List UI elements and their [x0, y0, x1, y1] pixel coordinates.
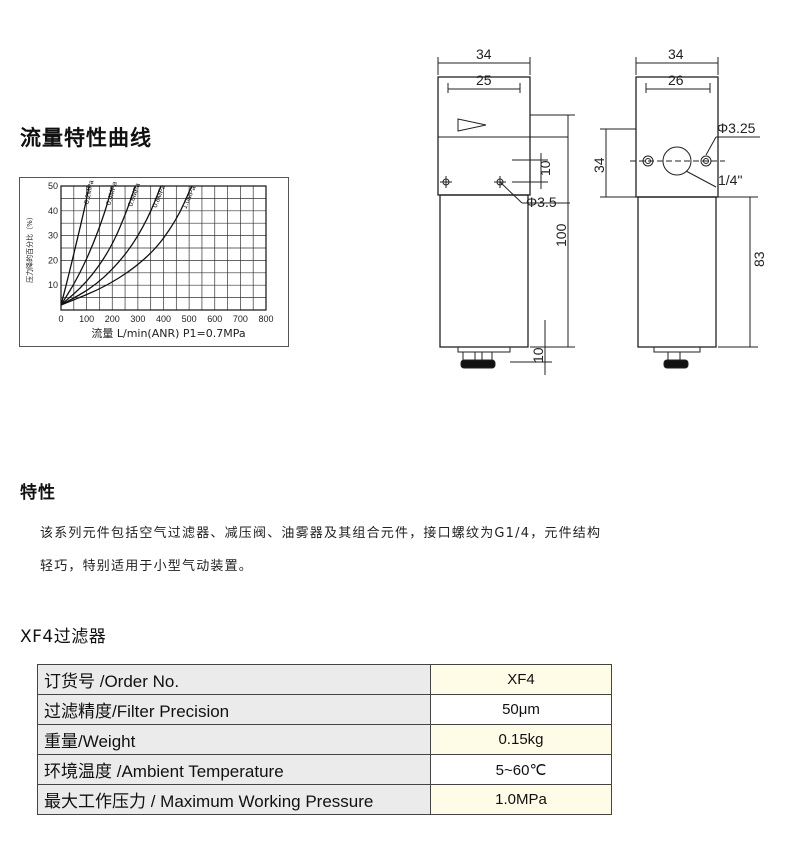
chart-x-tick-label: 0: [58, 314, 63, 324]
front-view: [437, 57, 575, 375]
spec-title: XF4过滤器: [20, 627, 107, 647]
chart-series-label: 1.0MPa: [181, 185, 197, 210]
spec-label: 最大工作压力 / Maximum Working Pressure: [37, 784, 431, 815]
spec-row-temperature: 环境温度 /Ambient Temperature 5~60℃: [37, 754, 612, 785]
curve-section-title: 流量特性曲线: [20, 126, 152, 150]
chart-x-tick-label: 700: [233, 314, 248, 324]
spec-row-order: 订货号 /Order No. XF4: [37, 664, 612, 695]
spec-label: 重量/Weight: [37, 724, 431, 755]
chart-x-tick-label: 200: [105, 314, 120, 324]
spec-value: 0.15kg: [430, 724, 612, 755]
dim-10-top: 10: [537, 160, 553, 176]
chart-y-tick-label: 50: [48, 181, 58, 191]
dim-100: 100: [553, 223, 569, 247]
chart-y-tick-label: 30: [48, 231, 58, 241]
dim-10-bottom: 10: [530, 347, 546, 363]
chart-series-line: [60, 185, 136, 306]
chart-series-label: 0.2MPa: [84, 180, 96, 205]
dimension-drawing: 34 25 10 Φ3.5 100 10 34 26 Φ3.25 34 1/4"…: [437, 46, 767, 375]
spec-row-precision: 过滤精度/Filter Precision 50μm: [37, 694, 612, 725]
spec-table: 订货号 /Order No. XF4 过滤精度/Filter Precision…: [37, 664, 612, 815]
dim-34-side: 34: [591, 157, 607, 173]
dim-26: 26: [668, 72, 684, 88]
chart-series-label: 0.8MPa: [152, 184, 167, 209]
chart-plot-frame: [60, 185, 267, 311]
chart-series-group: [60, 185, 193, 306]
chart-x-tick-label: 100: [79, 314, 94, 324]
dim-83: 83: [751, 251, 767, 267]
chart-y-axis-label: 压力降的百分比（%）: [25, 213, 34, 283]
dim-phi-3-5: Φ3.5: [526, 194, 557, 210]
features-title: 特性: [20, 483, 56, 503]
features-line-2: 轻巧，特别适用于小型气动装置。: [40, 559, 254, 574]
chart-series-label: 0.4MPa: [106, 181, 119, 206]
spec-value: 1.0MPa: [430, 784, 612, 815]
chart-x-tick-label: 400: [156, 314, 171, 324]
spec-label: 过滤精度/Filter Precision: [37, 694, 431, 725]
dim-34-side-top: 34: [668, 46, 684, 62]
chart-series-line: [60, 185, 162, 306]
spec-value: 5~60℃: [430, 754, 612, 785]
chart-y-tick-label: 20: [48, 255, 58, 265]
chart-x-tick-label: 300: [130, 314, 145, 324]
spec-value: XF4: [430, 664, 612, 695]
chart-grid: [60, 185, 267, 311]
dim-25: 25: [476, 72, 492, 88]
features-line-1: 该系列元件包括空气过滤器、减压阀、油雾器及其组合元件，接口螺纹为G1/4，元件结…: [40, 526, 602, 541]
chart-labels-group: 0 100 200 300 400 500 600 700 800 10 20 30 40 50 流量 L/…: [25, 180, 274, 340]
flow-chart: 0 100 200 300 400 500 600 700 800 10 20 30 40 50 流量 L/…: [19, 177, 289, 347]
flow-chart-svg: 0 100 200 300 400 500 600 700 800 10 20 30 40 50 流量 L/…: [25, 180, 274, 340]
spec-row-weight: 重量/Weight 0.15kg: [37, 724, 612, 755]
chart-series-line: [60, 185, 193, 306]
dim-quarter-inch: 1/4": [718, 172, 742, 188]
chart-x-tick-label: 500: [182, 314, 197, 324]
chart-series-line: [60, 185, 113, 306]
chart-x-tick-label: 600: [207, 314, 222, 324]
dim-phi-3-25: Φ3.25: [717, 120, 756, 136]
chart-y-tick-label: 10: [48, 280, 58, 290]
spec-label: 环境温度 /Ambient Temperature: [37, 754, 431, 785]
dim-34-front: 34: [476, 46, 492, 62]
chart-y-tick-label: 40: [48, 206, 58, 216]
spec-row-pressure: 最大工作压力 / Maximum Working Pressure 1.0MPa: [37, 784, 612, 815]
chart-x-axis-label: 流量 L/min(ANR) P1=0.7MPa: [91, 326, 245, 340]
side-view: [600, 57, 760, 369]
spec-label: 订货号 /Order No.: [37, 664, 431, 695]
chart-x-tick-label: 800: [258, 314, 273, 324]
chart-series-line: [60, 185, 90, 306]
spec-value: 50μm: [430, 694, 612, 725]
